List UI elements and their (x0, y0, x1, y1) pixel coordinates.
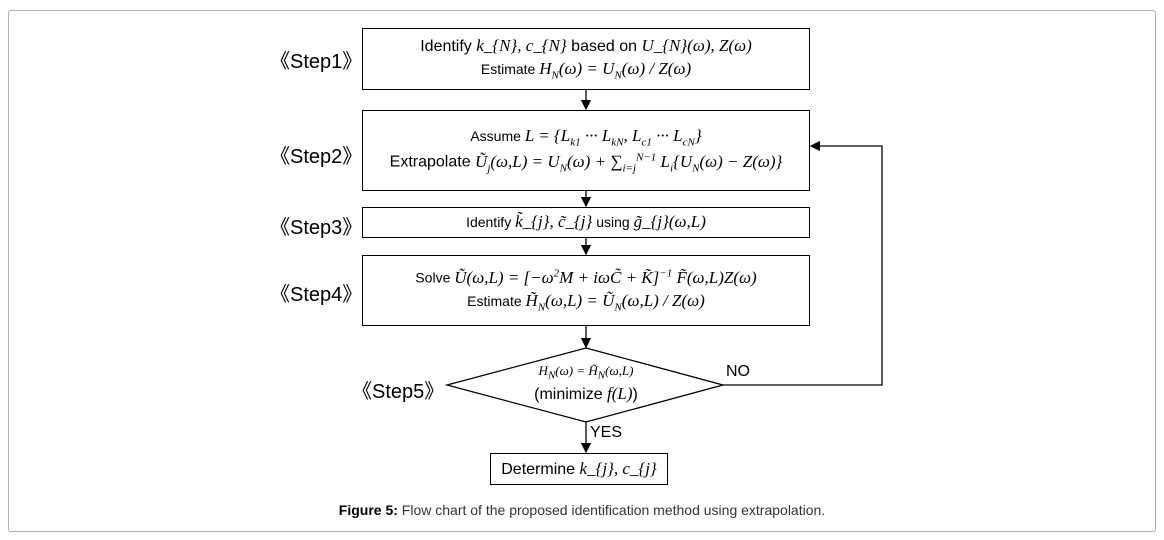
step1-label: 《Step1》 (270, 51, 363, 73)
step4-label: 《Step4》 (270, 284, 363, 306)
math: Ũ(ω,L) = [−ω2M + iωC̃ + K̃]−1 F̃(ω,L)Z(ω… (454, 267, 757, 287)
final-box: Determine k_{j}, c_{j} (490, 453, 668, 485)
yes-label: YES (590, 424, 623, 441)
text: Assume (470, 127, 525, 144)
math: U_{N}(ω), Z(ω) (641, 35, 752, 55)
text: Extrapolate (389, 153, 476, 171)
math: H̃N(ω,L) = ŨN(ω,L) / Z(ω) (525, 290, 705, 314)
figure-caption: Figure 5: Flow chart of the proposed ide… (0, 502, 1164, 518)
step2-label: 《Step2》 (270, 146, 363, 168)
math: HN(ω) = H̃N(ω,L) (538, 363, 634, 382)
math: f(L) (607, 384, 633, 404)
step1-box: Identify k_{N}, c_{N} based on U_{N}(ω),… (362, 28, 810, 90)
text: Identify (420, 37, 477, 55)
text: ) (632, 386, 638, 404)
step4-box: Solve Ũ(ω,L) = [−ω2M + iωC̃ + K̃]−1 F̃(ω… (362, 255, 810, 326)
text: Estimate (467, 292, 526, 309)
text: Determine (501, 460, 580, 478)
math: k_{j}, c_{j} (579, 458, 657, 478)
step2-box: Assume L = {Lk1 ··· LkN, Lc1 ··· LcN} Ex… (362, 110, 810, 191)
math: HN(ω) = UN(ω) / Z(ω) (539, 58, 692, 82)
text: based on (566, 37, 642, 55)
decision-text: HN(ω) = H̃N(ω,L) (minimize f(L)) (447, 360, 725, 406)
step3-box: Identify k̃_{j}, c̃_{j} using g̃_{j}(ω,L… (362, 207, 810, 238)
step3-label: 《Step3》 (270, 217, 363, 239)
text: Identify (466, 214, 516, 231)
caption-label: Figure 5: (338, 502, 398, 518)
math: k_{N}, c_{N} (476, 35, 567, 55)
caption-text: Flow chart of the proposed identificatio… (397, 502, 826, 518)
math: Ũj(ω,L) = UN(ω) + ∑i=jN−1 Li{UN(ω) − Z(ω… (475, 151, 783, 175)
text: using (592, 214, 634, 231)
loop-back-arrow (723, 140, 883, 386)
text: Estimate (480, 60, 540, 77)
text: (minimize (534, 386, 608, 404)
step5-label: 《Step5》 (352, 381, 445, 403)
no-label: NO (726, 363, 750, 380)
text: Solve (415, 269, 455, 286)
math: k̃_{j}, c̃_{j} (515, 212, 593, 232)
math: g̃_{j}(ω,L) (633, 212, 706, 232)
math: L = {Lk1 ··· LkN, Lc1 ··· LcN} (524, 125, 702, 149)
figure-frame (8, 10, 1156, 532)
